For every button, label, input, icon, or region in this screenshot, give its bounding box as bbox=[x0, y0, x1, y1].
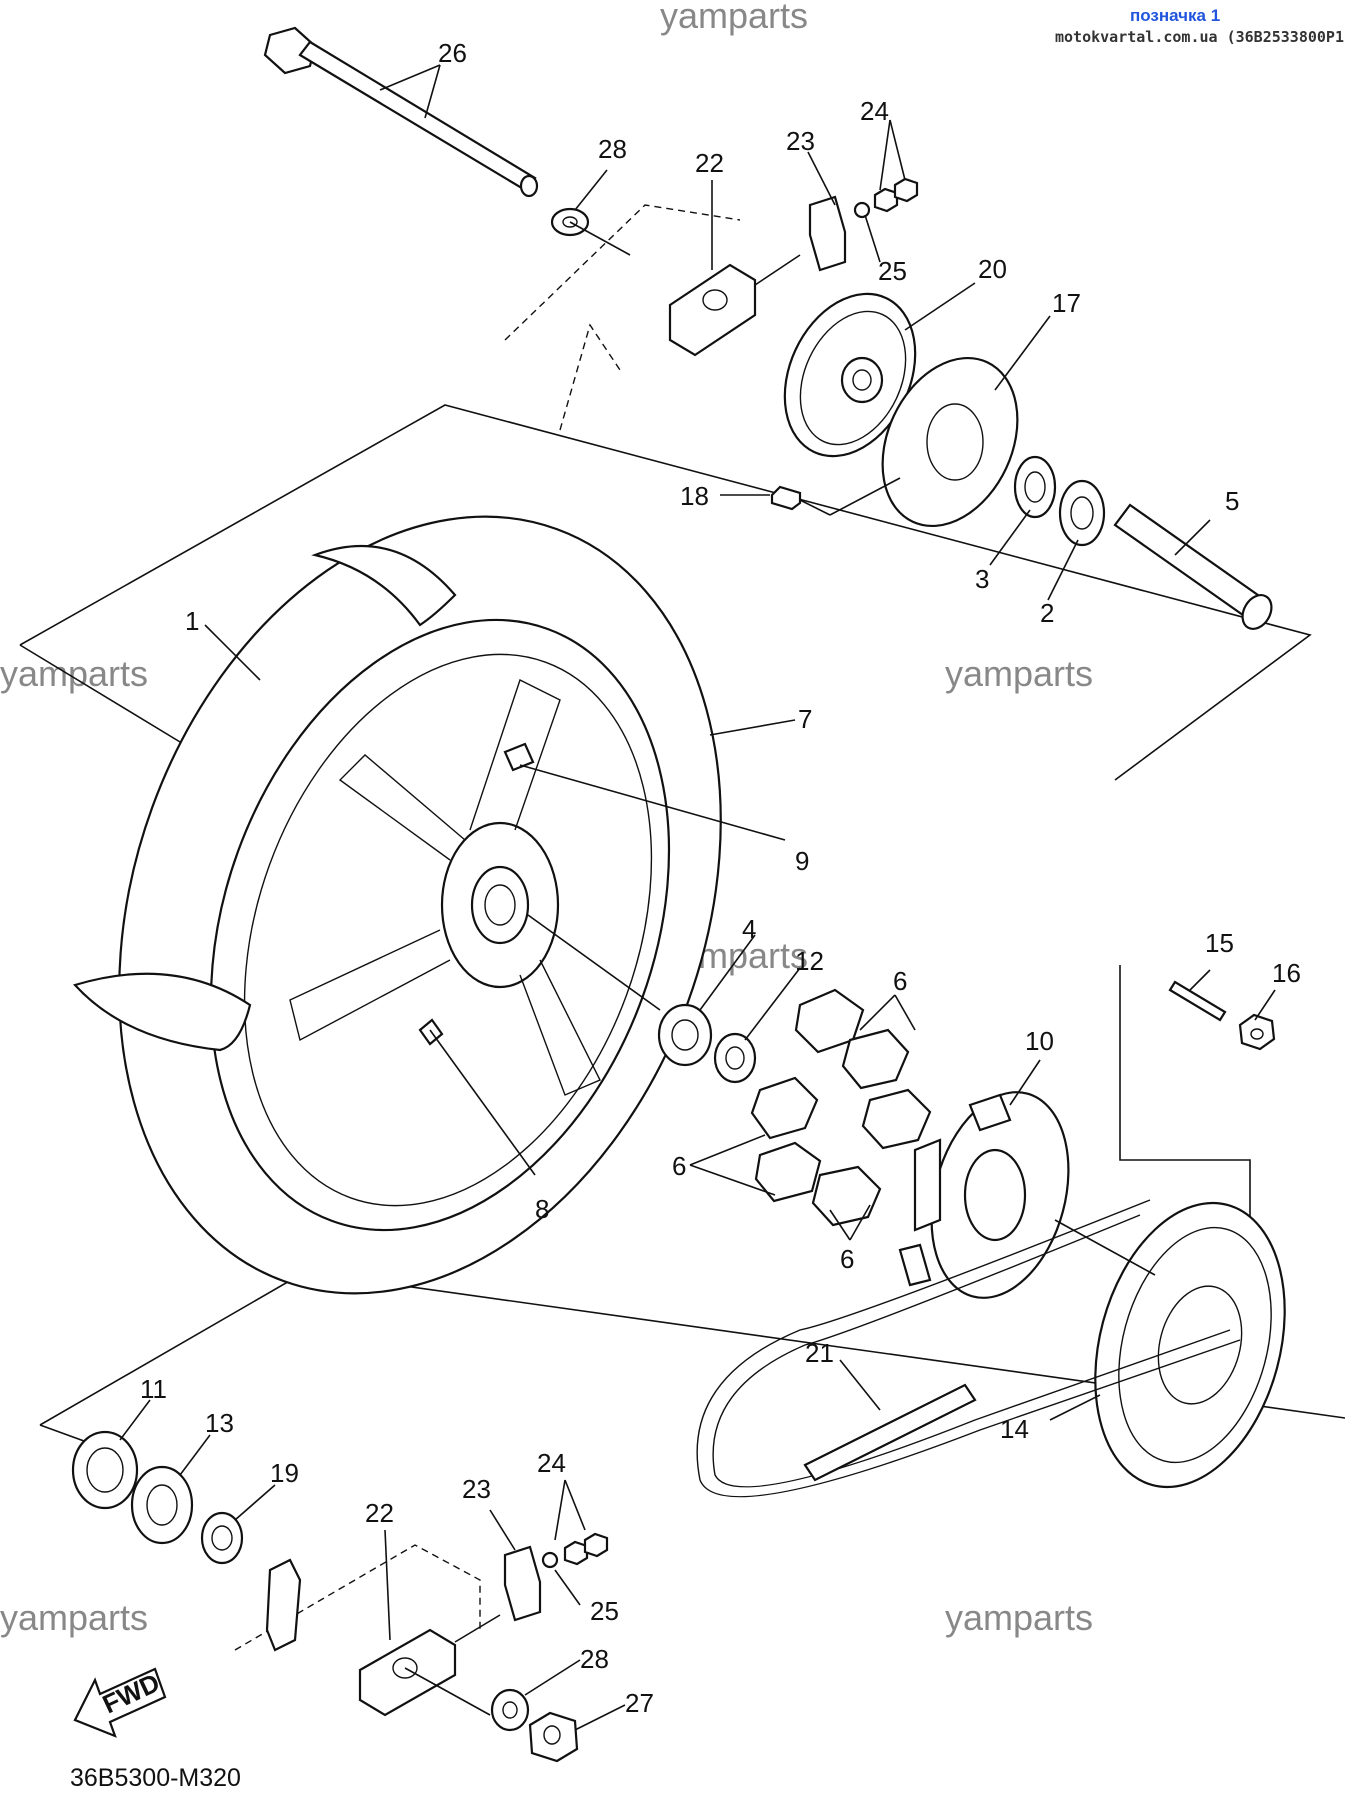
callout-26: 26 bbox=[438, 38, 467, 68]
callout-2: 2 bbox=[1040, 598, 1054, 628]
callout-28-top: 28 bbox=[598, 134, 627, 164]
watermark-left-low: yamparts bbox=[0, 1597, 148, 1638]
callout-7: 7 bbox=[798, 704, 812, 734]
callout-24-top: 24 bbox=[860, 96, 889, 126]
oil-seal-part-3 bbox=[1013, 455, 1057, 519]
bearing-part-2 bbox=[1058, 479, 1106, 547]
nuts-part-lower bbox=[541, 1532, 609, 1569]
damper-parts-6 bbox=[750, 988, 932, 1227]
watermark-right-mid: yamparts bbox=[945, 653, 1093, 694]
washer-part-top bbox=[550, 207, 631, 256]
callout-19: 19 bbox=[270, 1458, 299, 1488]
callout-6-top: 6 bbox=[893, 966, 907, 996]
callout-labels: 26 28 22 23 24 25 20 17 18 5 3 2 1 7 9 4… bbox=[140, 38, 1301, 1718]
drive-chain-part-21 bbox=[696, 1199, 1241, 1498]
leader-lines bbox=[119, 64, 1276, 1731]
callout-22-lower: 22 bbox=[365, 1498, 394, 1528]
callout-10: 10 bbox=[1025, 1026, 1054, 1056]
upper-assembly-frame bbox=[19, 404, 1312, 781]
callout-25-top: 25 bbox=[878, 256, 907, 286]
callout-18: 18 bbox=[680, 481, 709, 511]
spacer-part-5 bbox=[1113, 503, 1273, 630]
chain-adjuster-part-top bbox=[668, 254, 801, 357]
callout-8: 8 bbox=[535, 1194, 549, 1224]
washer-part-lower bbox=[490, 1688, 530, 1732]
callout-6-bottom: 6 bbox=[840, 1244, 854, 1274]
axle-part bbox=[263, 26, 539, 198]
bolt-part-18 bbox=[770, 477, 901, 516]
callout-23-lower: 23 bbox=[462, 1474, 491, 1504]
fwd-arrow-icon bbox=[73, 1667, 167, 1738]
watermark-left-mid: yamparts bbox=[0, 653, 148, 694]
callout-21: 21 bbox=[805, 1338, 834, 1368]
callout-6-left: 6 bbox=[672, 1151, 686, 1181]
tab-plate-lower bbox=[265, 1558, 302, 1652]
callout-5: 5 bbox=[1225, 486, 1239, 516]
callout-4: 4 bbox=[742, 914, 756, 944]
callout-28-lower: 28 bbox=[580, 1644, 609, 1674]
bearing-part-11 bbox=[71, 1430, 139, 1510]
watermark-right-low: yamparts bbox=[945, 1597, 1093, 1638]
callout-24-lower: 24 bbox=[537, 1448, 566, 1478]
nuts-part-top bbox=[853, 177, 919, 219]
callout-16: 16 bbox=[1272, 958, 1301, 988]
callout-12: 12 bbox=[795, 946, 824, 976]
axle-nut-part-27 bbox=[528, 1711, 579, 1763]
callout-3: 3 bbox=[975, 564, 989, 594]
collar-part-19 bbox=[200, 1511, 244, 1565]
callout-14: 14 bbox=[1000, 1414, 1029, 1444]
callout-22-top: 22 bbox=[695, 148, 724, 178]
watermark-top: yamparts bbox=[660, 0, 808, 36]
callout-9: 9 bbox=[795, 846, 809, 876]
brake-disc-part bbox=[881, 356, 1019, 528]
brake-bracket-dashed-frame bbox=[504, 204, 741, 431]
collar-part-12 bbox=[713, 1032, 757, 1084]
callout-15: 15 bbox=[1205, 928, 1234, 958]
diagram-code: 36B5300-M320 bbox=[70, 1764, 241, 1792]
callout-23-top: 23 bbox=[786, 126, 815, 156]
oil-seal-part-13 bbox=[130, 1465, 194, 1545]
callout-25-lower: 25 bbox=[590, 1596, 619, 1626]
header-label: позначка 1 bbox=[1130, 6, 1220, 25]
adjuster-plate-part-top bbox=[808, 195, 847, 272]
chain-adjuster-part-lower bbox=[358, 1614, 501, 1717]
callout-13: 13 bbox=[205, 1408, 234, 1438]
sprocket-part-14 bbox=[1054, 1201, 1286, 1489]
callout-11: 11 bbox=[140, 1374, 167, 1404]
adjuster-dashed-frame-lower bbox=[234, 1544, 481, 1651]
brake-plate-part bbox=[783, 292, 917, 458]
callout-20: 20 bbox=[978, 254, 1007, 284]
callout-1: 1 bbox=[185, 606, 199, 636]
callout-17: 17 bbox=[1052, 288, 1081, 318]
bearing-part-4 bbox=[527, 914, 713, 1067]
rear-wheel-part bbox=[73, 515, 786, 1295]
callout-27: 27 bbox=[625, 1688, 654, 1718]
header-source: motokvartal.com.ua (36B2533800P1) bbox=[1055, 28, 1345, 46]
nut-part-16 bbox=[1238, 1013, 1276, 1051]
stud-part-15 bbox=[1119, 965, 1251, 1270]
adjuster-plate-part-lower bbox=[503, 1545, 542, 1622]
